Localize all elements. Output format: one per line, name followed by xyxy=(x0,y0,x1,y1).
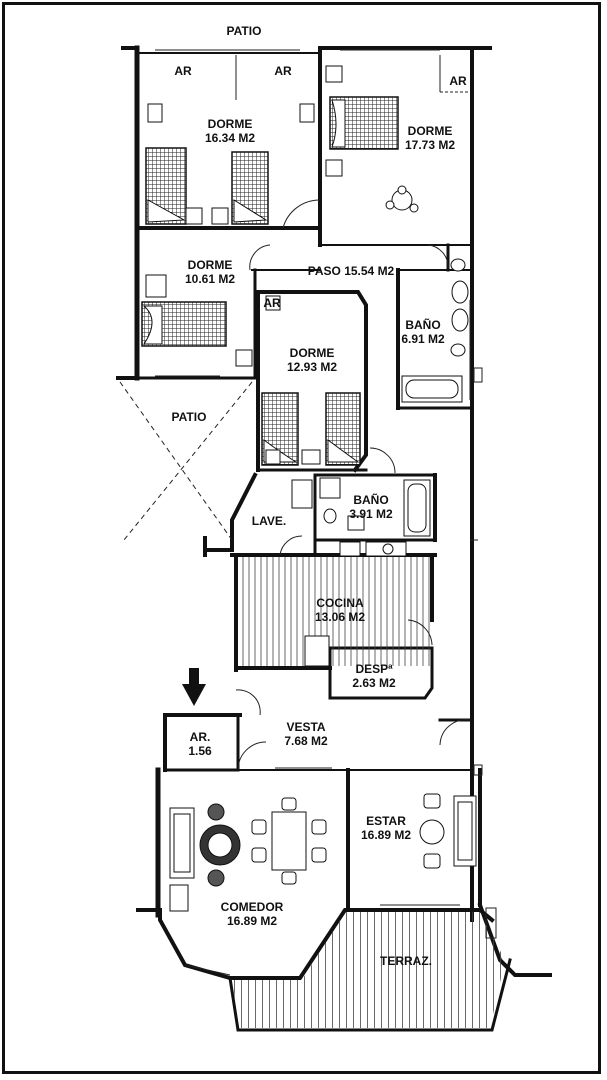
room-name: PATIO xyxy=(226,24,262,38)
room-name: AR xyxy=(263,296,281,310)
room-name: AR xyxy=(274,64,292,78)
room-area: 13.06 M2 xyxy=(314,610,366,624)
label-dorme-3: DORME 10.61 M2 xyxy=(170,258,250,286)
room-name: COCINA xyxy=(316,596,364,610)
room-area: 16.34 M2 xyxy=(204,131,256,145)
label-bano-2: BAÑO 3.91 M2 xyxy=(338,493,404,521)
room-name: AR xyxy=(449,74,467,88)
room-name: COMEDOR xyxy=(220,900,284,914)
room-area: 16.89 M2 xyxy=(226,914,278,928)
label-ar-3: AR xyxy=(444,74,472,88)
entry-arrow-icon xyxy=(182,668,206,706)
room-name: AR. xyxy=(189,730,211,744)
room-name: DORME xyxy=(187,258,233,272)
living-furniture xyxy=(169,793,477,887)
room-name: LAVE. xyxy=(251,514,287,528)
room-name: VESTA xyxy=(286,720,326,734)
room-name: BAÑO xyxy=(405,318,441,332)
room-name: DESPª xyxy=(355,662,393,676)
patio-open-marker xyxy=(119,381,253,541)
label-dorme-2: DORME 17.73 M2 xyxy=(390,124,470,152)
room-area: 2.63 M2 xyxy=(352,676,396,690)
room-name: AR xyxy=(174,64,192,78)
label-ar-2: AR xyxy=(268,64,298,78)
nightstands xyxy=(145,65,343,912)
label-desp: DESPª 2.63 M2 xyxy=(344,662,404,690)
doors-windows xyxy=(155,49,497,976)
label-ar-small: AR. 1.56 xyxy=(180,730,220,758)
label-ar-4: AR xyxy=(261,296,283,310)
room-area: 3.91 M2 xyxy=(349,507,393,521)
room-area: 12.93 M2 xyxy=(286,360,338,374)
label-dorme-1: DORME 16.34 M2 xyxy=(190,117,270,145)
label-patio-top: PATIO xyxy=(212,24,276,38)
label-vesta: VESTA 7.68 M2 xyxy=(266,720,346,748)
label-patio-mid: PATIO xyxy=(162,410,216,424)
label-ar-1: AR xyxy=(168,64,198,78)
terrace-floor-hatch xyxy=(232,912,505,1028)
room-name: ESTAR xyxy=(366,814,406,828)
label-cocina: COCINA 13.06 M2 xyxy=(300,596,380,624)
room-name: PATIO xyxy=(171,410,207,424)
label-comedor: COMEDOR 16.89 M2 xyxy=(212,900,292,928)
room-area: 6.91 M2 xyxy=(401,332,445,346)
label-lave: LAVE. xyxy=(244,514,294,528)
room-area: 1.56 xyxy=(188,744,212,758)
room-name: PASO 15.54 M2 xyxy=(307,264,395,278)
label-estar: ESTAR 16.89 M2 xyxy=(346,814,426,842)
bathroom-fixtures xyxy=(291,258,469,667)
round-table-dorme xyxy=(385,185,419,213)
label-dorme-4: DORME 12.93 M2 xyxy=(272,346,352,374)
room-area: 10.61 M2 xyxy=(184,272,236,286)
room-name: DORME xyxy=(207,117,253,131)
room-area: 17.73 M2 xyxy=(404,138,456,152)
room-name: DORME xyxy=(407,124,453,138)
label-bano-1: BAÑO 6.91 M2 xyxy=(400,318,446,346)
label-terraz: TERRAZ. xyxy=(366,954,446,968)
drawing-frame xyxy=(2,2,601,1074)
kitchen-floor-hatch xyxy=(238,557,430,666)
room-name: BAÑO xyxy=(353,493,389,507)
label-paso: PASO 15.54 M2 xyxy=(304,264,398,278)
room-area: 16.89 M2 xyxy=(360,828,412,842)
room-name: DORME xyxy=(289,346,335,360)
room-name: TERRAZ. xyxy=(380,954,432,968)
room-area: 7.68 M2 xyxy=(284,734,328,748)
